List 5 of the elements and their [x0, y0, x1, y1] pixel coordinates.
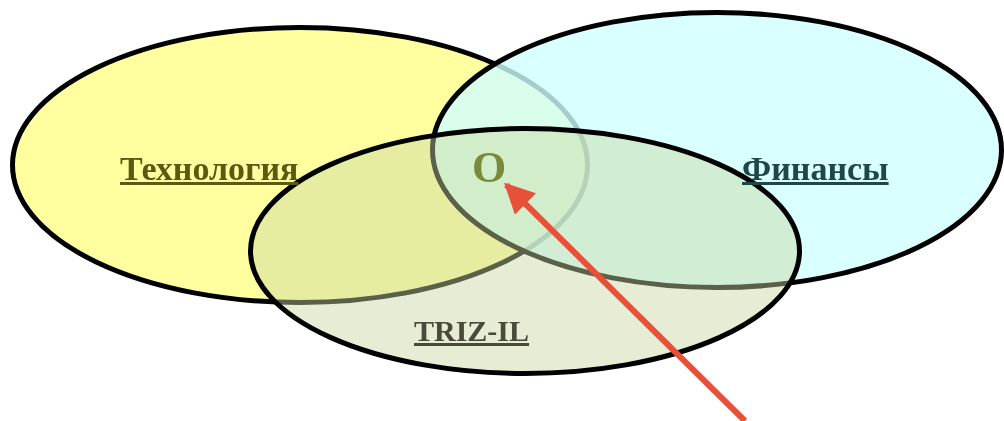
intersection-label: O — [472, 146, 507, 190]
set-label: Финансы — [742, 152, 889, 186]
arrow — [504, 182, 748, 421]
set-label: TRIZ-IL — [414, 316, 530, 346]
set-label: Технология — [120, 152, 299, 186]
